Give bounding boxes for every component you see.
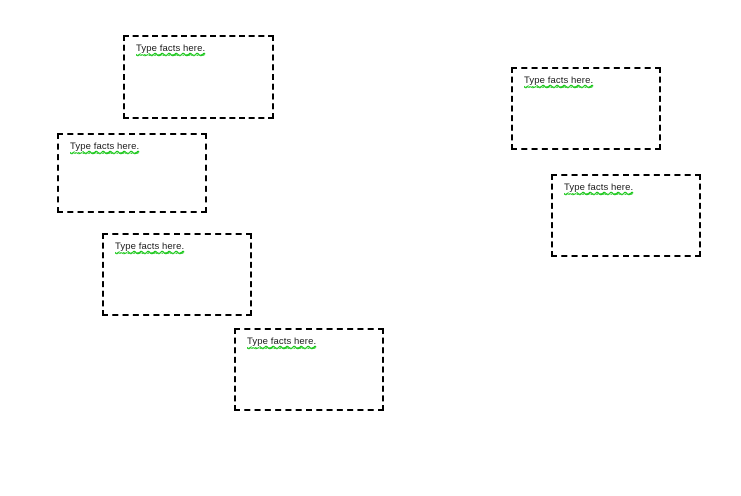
- text-placeholder-box-2[interactable]: Type facts here.: [57, 133, 207, 213]
- text-placeholder-box-1[interactable]: Type facts here.: [123, 35, 274, 119]
- text-placeholder-box-5[interactable]: Type facts here.: [511, 67, 661, 150]
- text-placeholder-box-6[interactable]: Type facts here.: [551, 174, 701, 257]
- text-placeholder-box-3[interactable]: Type facts here.: [102, 233, 252, 316]
- text-placeholder-box-4[interactable]: Type facts here.: [234, 328, 384, 411]
- placeholder-text-6[interactable]: Type facts here.: [564, 182, 634, 195]
- placeholder-text-5[interactable]: Type facts here.: [524, 75, 594, 88]
- placeholder-text-1[interactable]: Type facts here.: [136, 43, 206, 56]
- placeholder-text-4[interactable]: Type facts here.: [247, 336, 317, 349]
- placeholder-text-2[interactable]: Type facts here.: [70, 141, 140, 154]
- placeholder-text-3[interactable]: Type facts here.: [115, 241, 185, 254]
